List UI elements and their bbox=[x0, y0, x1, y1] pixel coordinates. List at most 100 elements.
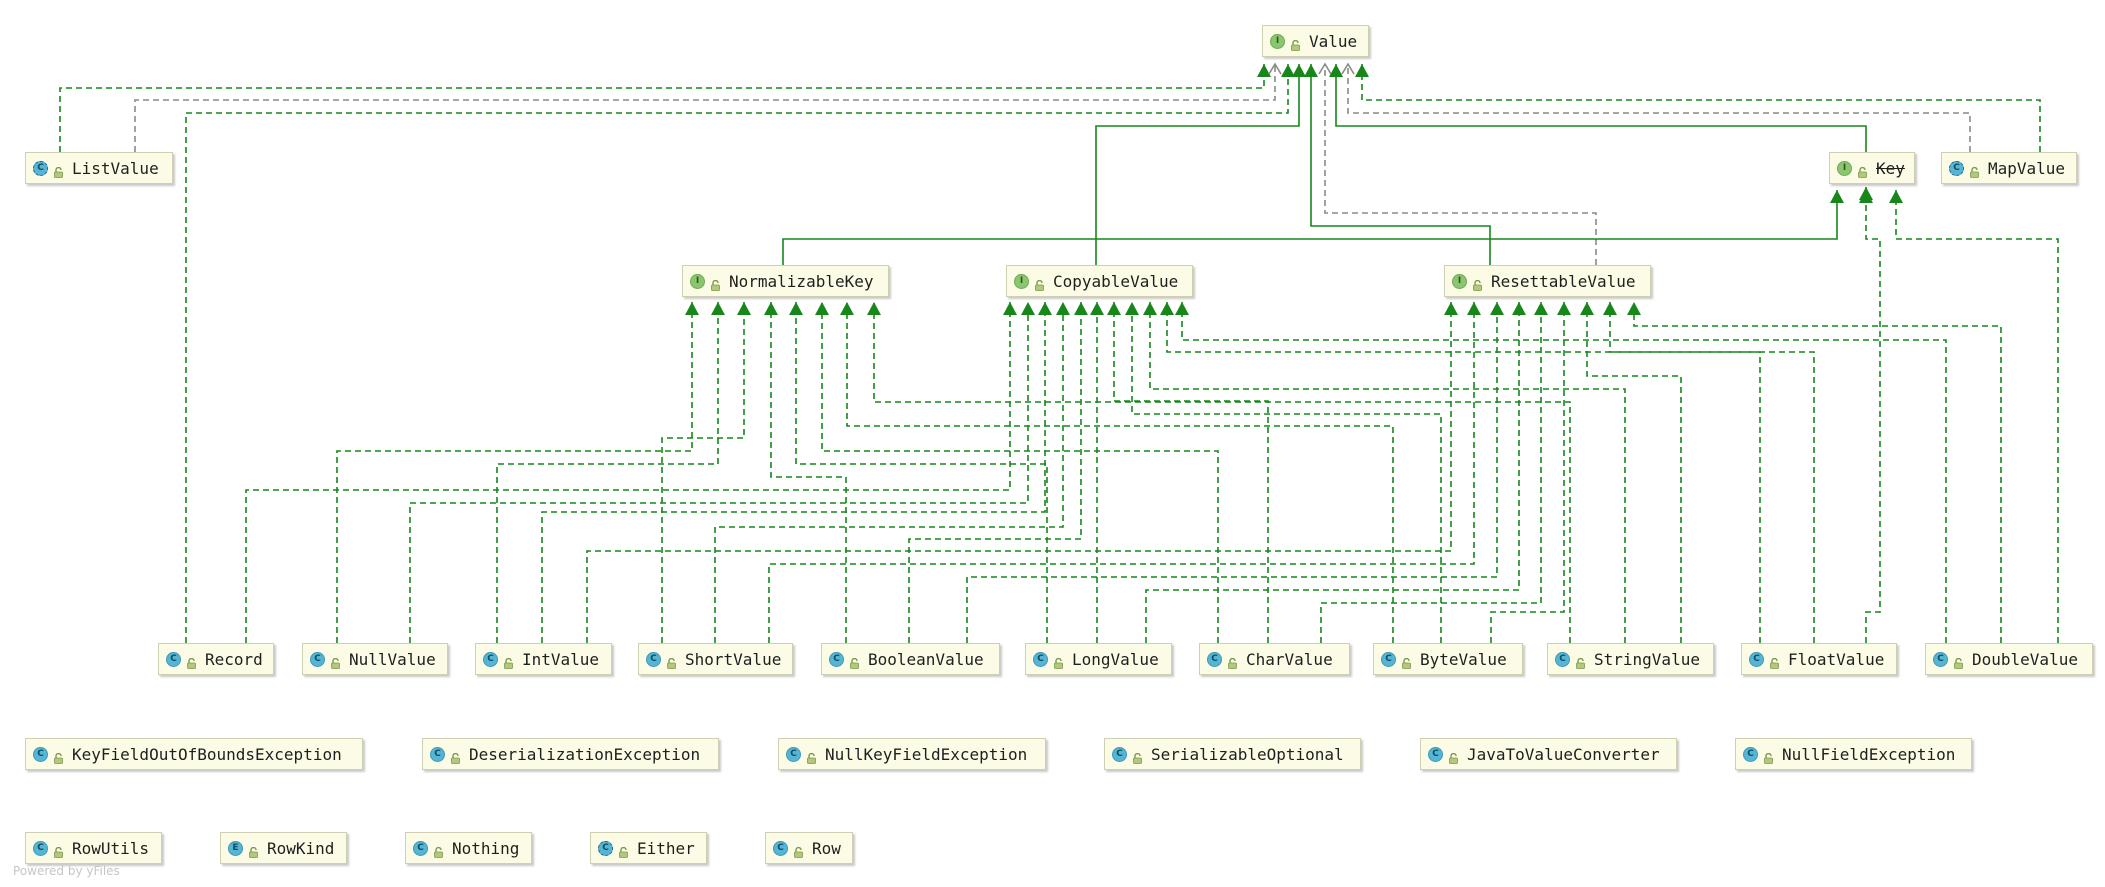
node-label: CopyableValue bbox=[1053, 271, 1179, 291]
edge-nullvalue-to-copyablevalue bbox=[409, 302, 1035, 643]
class-icon: C bbox=[1207, 651, 1222, 667]
class-icon: C bbox=[310, 651, 325, 667]
node-nullvalue[interactable]: C NullValue bbox=[302, 643, 448, 675]
public-lock-icon bbox=[451, 749, 460, 764]
class-icon: C bbox=[1555, 651, 1570, 667]
node-label: NormalizableKey bbox=[729, 271, 874, 291]
edge-resettablevalue-to-value bbox=[1318, 62, 1597, 265]
edge-stringvalue-to-copyablevalue bbox=[1143, 302, 1626, 643]
edge-nullvalue-to-normalizablekey bbox=[336, 302, 699, 643]
edge-longvalue-to-normalizablekey bbox=[789, 302, 1048, 643]
class-icon: C bbox=[1033, 651, 1048, 667]
node-label: NullValue bbox=[349, 649, 436, 669]
edge-bytevalue-to-normalizablekey bbox=[840, 302, 1394, 643]
node-normalizablekey[interactable]: I NormalizableKey bbox=[682, 265, 889, 297]
interface-icon: I bbox=[1270, 33, 1285, 49]
public-lock-icon bbox=[187, 654, 196, 669]
public-lock-icon bbox=[434, 843, 443, 858]
node-label: IntValue bbox=[522, 649, 600, 669]
powered-by-footer: Powered by yFiles bbox=[13, 864, 120, 878]
class-icon: C bbox=[1749, 651, 1764, 667]
edge-booleanvalue-to-copyablevalue bbox=[908, 302, 1088, 643]
edge-floatvalue-to-resettablevalue bbox=[1603, 302, 1815, 643]
edge-intvalue-to-resettablevalue bbox=[586, 302, 1458, 643]
node-label: JavaToValueConverter bbox=[1467, 744, 1660, 764]
interface-icon: I bbox=[1452, 273, 1467, 289]
node-resettablevalue[interactable]: I ResettableValue bbox=[1444, 265, 1651, 297]
edge-stringvalue-to-resettablevalue bbox=[1580, 302, 1682, 643]
edge-listvalue-to-value bbox=[59, 64, 1271, 152]
interface-icon: I bbox=[690, 273, 705, 289]
edge-booleanvalue-to-normalizablekey bbox=[764, 302, 847, 643]
edge-resettablevalue-to-value bbox=[1304, 64, 1491, 265]
node-keyfieldoutofboundsexception[interactable]: C KeyFieldOutOfBoundsException bbox=[25, 738, 363, 770]
public-lock-icon bbox=[1449, 749, 1458, 764]
class-icon: C bbox=[483, 651, 498, 667]
edge-stringvalue-to-normalizablekey bbox=[867, 302, 1571, 643]
class-icon: C bbox=[166, 651, 181, 667]
class-icon: C bbox=[1933, 651, 1948, 667]
node-either[interactable]: C Either bbox=[590, 832, 707, 864]
public-lock-icon bbox=[1473, 276, 1482, 291]
abstract-class-icon: C bbox=[1949, 160, 1964, 176]
node-intvalue[interactable]: C IntValue bbox=[475, 643, 612, 675]
abstract-class-icon: C bbox=[33, 160, 48, 176]
node-doublevalue[interactable]: C DoubleValue bbox=[1925, 643, 2093, 675]
public-lock-icon bbox=[711, 276, 720, 291]
edge-doublevalue-to-copyablevalue bbox=[1175, 302, 1947, 643]
node-label: ResettableValue bbox=[1491, 271, 1636, 291]
public-lock-icon bbox=[1035, 276, 1044, 291]
class-icon: C bbox=[33, 746, 48, 762]
node-label: NullKeyFieldException bbox=[825, 744, 1028, 764]
node-floatvalue[interactable]: C FloatValue bbox=[1741, 643, 1897, 675]
node-deserializationexception[interactable]: C DeserializationException bbox=[422, 738, 719, 770]
node-label: DoubleValue bbox=[1972, 649, 2078, 669]
edge-charvalue-to-resettablevalue bbox=[1320, 302, 1548, 643]
edge-charvalue-to-copyablevalue bbox=[1107, 302, 1269, 643]
edge-shortvalue-to-copyablevalue bbox=[714, 302, 1070, 643]
edge-bytevalue-to-resettablevalue bbox=[1490, 302, 1571, 643]
public-lock-icon bbox=[1054, 654, 1063, 669]
edge-copyablevalue-to-value bbox=[1095, 64, 1306, 265]
node-label: CharValue bbox=[1246, 649, 1333, 669]
node-label: DeserializationException bbox=[469, 744, 701, 764]
edge-doublevalue-to-resettablevalue bbox=[1627, 302, 2002, 643]
node-label: KeyFieldOutOfBoundsException bbox=[72, 744, 342, 764]
class-icon: C bbox=[430, 746, 445, 762]
class-icon: C bbox=[1381, 651, 1396, 667]
edge-shortvalue-to-normalizablekey bbox=[661, 302, 751, 643]
public-lock-icon bbox=[667, 654, 676, 669]
abstract-class-icon: C bbox=[598, 840, 613, 856]
class-icon: C bbox=[1428, 746, 1443, 762]
class-icon: C bbox=[773, 840, 788, 856]
public-lock-icon bbox=[54, 843, 63, 858]
node-label: Either bbox=[637, 838, 695, 858]
edge-shortvalue-to-resettablevalue bbox=[768, 302, 1481, 643]
node-charvalue[interactable]: C CharValue bbox=[1199, 643, 1350, 675]
node-javatovalueconverter[interactable]: C JavaToValueConverter bbox=[1420, 738, 1677, 770]
enum-icon: E bbox=[228, 840, 243, 856]
node-label: FloatValue bbox=[1788, 649, 1885, 669]
node-label: ShortValue bbox=[685, 649, 782, 669]
edge-intvalue-to-normalizablekey bbox=[496, 302, 725, 643]
